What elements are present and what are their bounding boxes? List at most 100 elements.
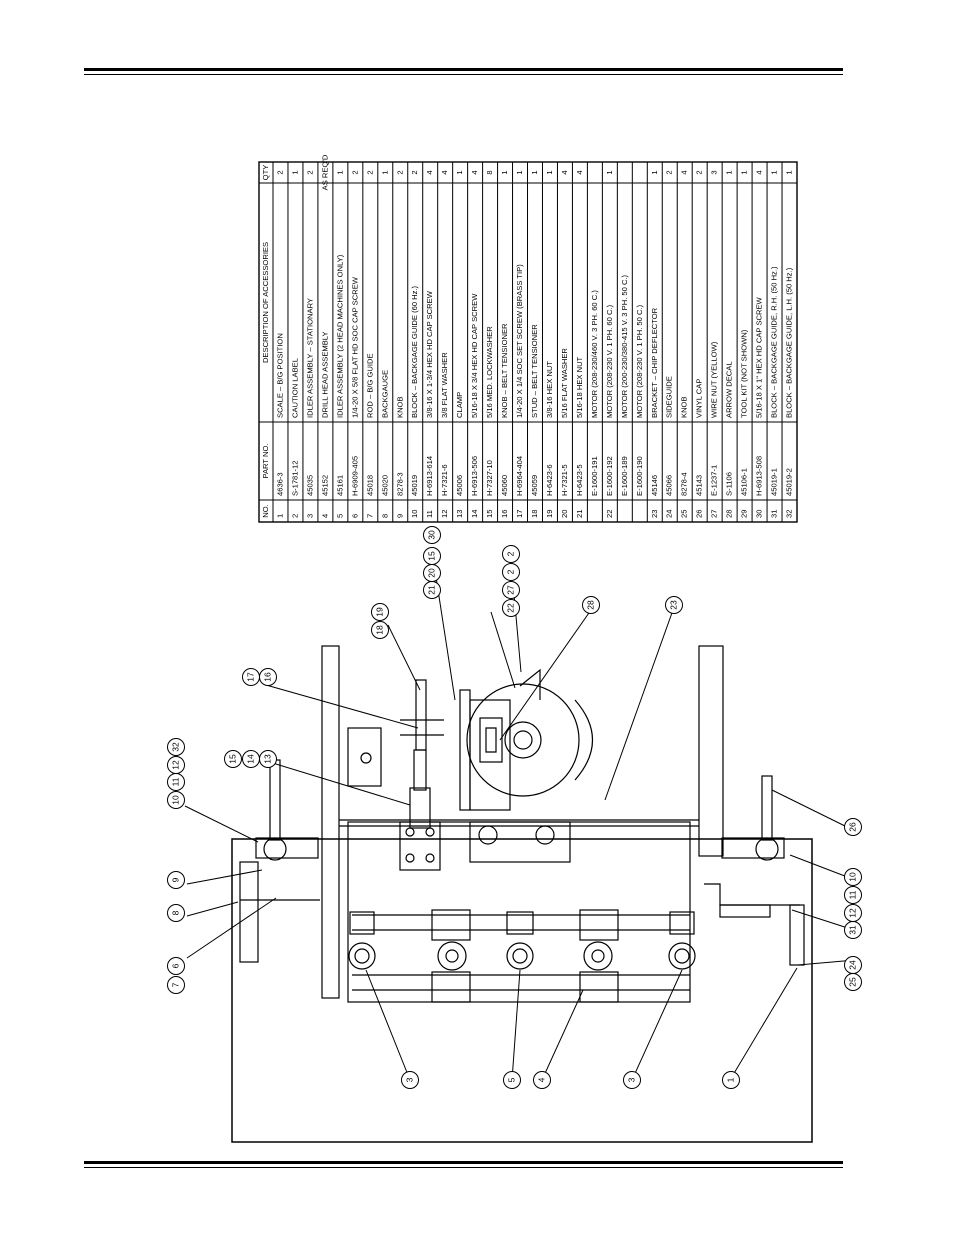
svg-text:12: 12 <box>847 908 857 918</box>
parts-table: NO.PART NO.DESCRIPTION OF ACCESSORIESQTY… <box>261 154 794 518</box>
svg-text:5: 5 <box>506 1077 516 1082</box>
row-part-no: 8278-4 <box>680 472 689 496</box>
row-qty: 1 <box>740 170 749 174</box>
row-no: 28 <box>725 510 734 518</box>
row-description: BLOCK – BACKGAGE GUIDE, R.H. (50 Hz.) <box>770 266 779 418</box>
svg-text:7: 7 <box>170 982 180 987</box>
svg-text:10: 10 <box>847 872 857 882</box>
row-part-no: H-6913-508 <box>755 456 764 496</box>
callout: 26 <box>844 818 862 836</box>
row-description: KNOB – BELT TENSIONER <box>500 323 509 418</box>
row-part-no: S-1106 <box>725 472 734 496</box>
row-no: 20 <box>560 510 569 518</box>
callout: 4 <box>533 1071 551 1089</box>
svg-text:4: 4 <box>536 1077 546 1082</box>
callout: 6 <box>167 957 185 975</box>
row-part-no: 45006 <box>455 475 464 496</box>
row-part-no: 45161 <box>335 475 344 496</box>
row-qty: 1 <box>500 170 509 174</box>
callout: 10 <box>167 791 185 809</box>
row-part-no: H-7321-6 <box>440 464 449 496</box>
row-part-no: 45152 <box>320 475 329 496</box>
row-qty: 4 <box>470 170 479 174</box>
row-part-no: E-1600-192 <box>605 456 614 496</box>
row-part-no: 45060 <box>500 475 509 496</box>
row-no: 1 <box>275 514 284 518</box>
svg-text:24: 24 <box>847 960 857 970</box>
callout: 19 <box>371 603 389 621</box>
row-qty: 1 <box>290 170 299 174</box>
row-part-no: H-7327-10 <box>485 460 494 496</box>
svg-text:2: 2 <box>505 551 515 556</box>
row-part-no: 45020 <box>380 475 389 496</box>
row-no: 27 <box>710 510 719 518</box>
row-no: 12 <box>440 510 449 518</box>
footer-rule-thin <box>84 1167 843 1168</box>
row-qty: 1 <box>515 170 524 174</box>
row-no: 11 <box>425 510 434 518</box>
svg-text:6: 6 <box>170 963 180 968</box>
row-part-no: 45035 <box>305 475 314 496</box>
row-qty: 2 <box>350 170 359 174</box>
row-no: 22 <box>605 510 614 518</box>
row-no: 4 <box>320 514 329 518</box>
svg-text:15: 15 <box>227 754 237 764</box>
row-part-no: H-6423-5 <box>575 464 584 496</box>
callout: 11 <box>167 773 185 791</box>
row-no: 8 <box>380 514 389 518</box>
row-qty: 4 <box>575 170 584 174</box>
row-part-no: H-6913-614 <box>425 456 434 496</box>
header-rule <box>84 68 843 71</box>
row-description: ARROW DECAL <box>725 361 734 418</box>
row-part-no: 45146 <box>650 475 659 496</box>
row-part-no: E-1237-1 <box>710 465 719 496</box>
row-no: 7 <box>365 514 374 518</box>
row-qty: 1 <box>770 170 779 174</box>
row-description: 5/16-18 X 3/4 HEX HD CAP SCREW <box>470 293 479 418</box>
row-qty: 1 <box>455 170 464 174</box>
callout: 18 <box>371 621 389 639</box>
row-description: 1/4-20 X 1/4 SOC SET SCREW (BRASS TIP) <box>515 264 524 418</box>
row-part-no: H-6423-6 <box>545 464 554 496</box>
callout: 23 <box>665 596 683 614</box>
row-qty: 1 <box>380 170 389 174</box>
callout: 28 <box>582 596 600 614</box>
callout: 12 <box>844 904 862 922</box>
callout: 13 <box>259 750 277 768</box>
header-part-no: PART NO. <box>261 443 270 478</box>
header-no: NO. <box>261 504 270 518</box>
row-part-no: E-1600-190 <box>635 456 644 496</box>
machine-drawing <box>231 645 813 1143</box>
callout: 30 <box>423 526 441 544</box>
row-qty: 2 <box>410 170 419 174</box>
svg-text:9: 9 <box>170 877 180 882</box>
callout: 31 <box>844 921 862 939</box>
row-qty: 2 <box>695 170 704 174</box>
row-part-no: E-1600-189 <box>620 456 629 496</box>
row-qty: 4 <box>680 170 689 174</box>
header-rule-thin <box>84 74 843 75</box>
svg-text:28: 28 <box>585 600 595 610</box>
callout: 9 <box>167 871 185 889</box>
row-description: TOOL KIT (NOT SHOWN) <box>740 329 749 418</box>
svg-text:8: 8 <box>170 910 180 915</box>
svg-text:20: 20 <box>426 568 436 578</box>
row-qty: 4 <box>755 170 764 174</box>
row-no: 6 <box>350 514 359 518</box>
callout: 8 <box>167 904 185 922</box>
svg-text:10: 10 <box>170 795 180 805</box>
row-description: WIRE NUT (YELLOW) <box>710 341 719 418</box>
row-description: CLAMP <box>455 392 464 418</box>
callout: 3 <box>401 1071 419 1089</box>
callout: 21 <box>423 581 441 599</box>
row-part-no: S-1781-12 <box>290 461 299 496</box>
callout: 2 <box>502 545 520 563</box>
row-no: 24 <box>665 510 674 518</box>
row-no: 25 <box>680 510 689 518</box>
row-no: 21 <box>575 510 584 518</box>
row-no: 29 <box>740 510 749 518</box>
row-no: 3 <box>305 514 314 518</box>
row-no: 13 <box>455 510 464 518</box>
row-description: MOTOR (208-230 V. 1 PH. 50 C.) <box>635 304 644 418</box>
